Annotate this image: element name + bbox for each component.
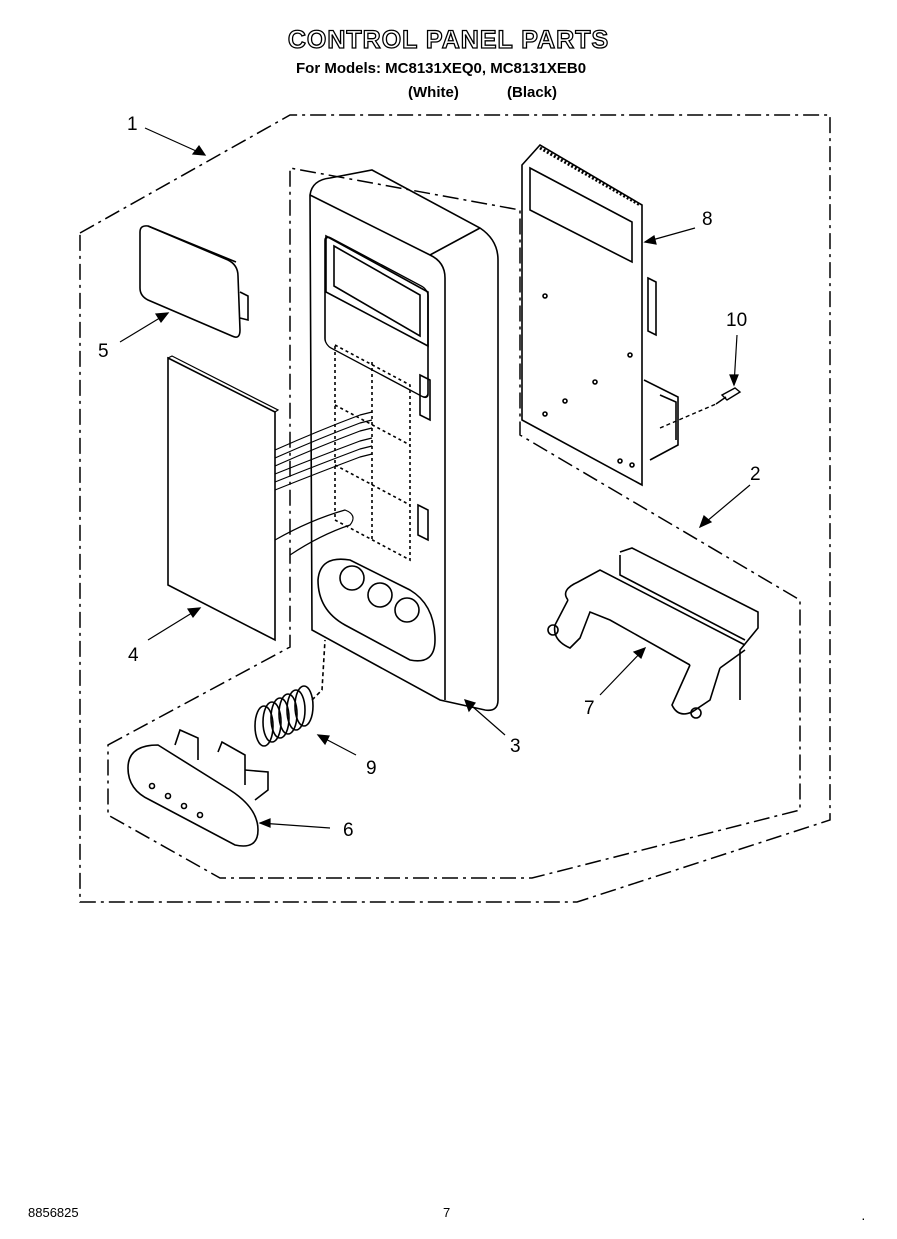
control-panel-housing xyxy=(309,169,499,712)
screw xyxy=(659,387,742,429)
models-line: For Models: MC8131XEQ0, MC8131XEB0 xyxy=(296,60,587,77)
display-window-lens xyxy=(139,225,249,338)
door-latch-lever xyxy=(547,547,759,719)
membrane-keypad xyxy=(167,356,276,642)
callout-3: 3 xyxy=(510,736,521,757)
assembly-boundary-1 xyxy=(79,114,831,903)
callout-10: 10 xyxy=(726,310,747,331)
callout-2: 2 xyxy=(750,464,761,485)
corner-mark: · xyxy=(861,1210,866,1226)
page-number: 7 xyxy=(443,1205,451,1220)
spring xyxy=(254,639,326,747)
variant-black-label: (Black) xyxy=(507,84,558,101)
door-push-button xyxy=(127,728,269,847)
ribbon-cable xyxy=(274,411,373,556)
document-number: 8856825 xyxy=(28,1205,79,1220)
variant-white-label: (White) xyxy=(408,84,459,101)
callout-1: 1 xyxy=(127,114,138,135)
assembly-boundary-2 xyxy=(107,167,801,879)
callout-4: 4 xyxy=(128,645,139,666)
callout-6: 6 xyxy=(343,820,354,841)
callout-5: 5 xyxy=(98,341,109,362)
callout-7: 7 xyxy=(584,698,595,719)
page-title: CONTROL PANEL PARTS xyxy=(287,25,610,54)
electronic-control-board xyxy=(521,143,679,487)
callout-9: 9 xyxy=(366,758,377,779)
leader-lines xyxy=(119,127,751,829)
callout-8: 8 xyxy=(702,209,713,230)
